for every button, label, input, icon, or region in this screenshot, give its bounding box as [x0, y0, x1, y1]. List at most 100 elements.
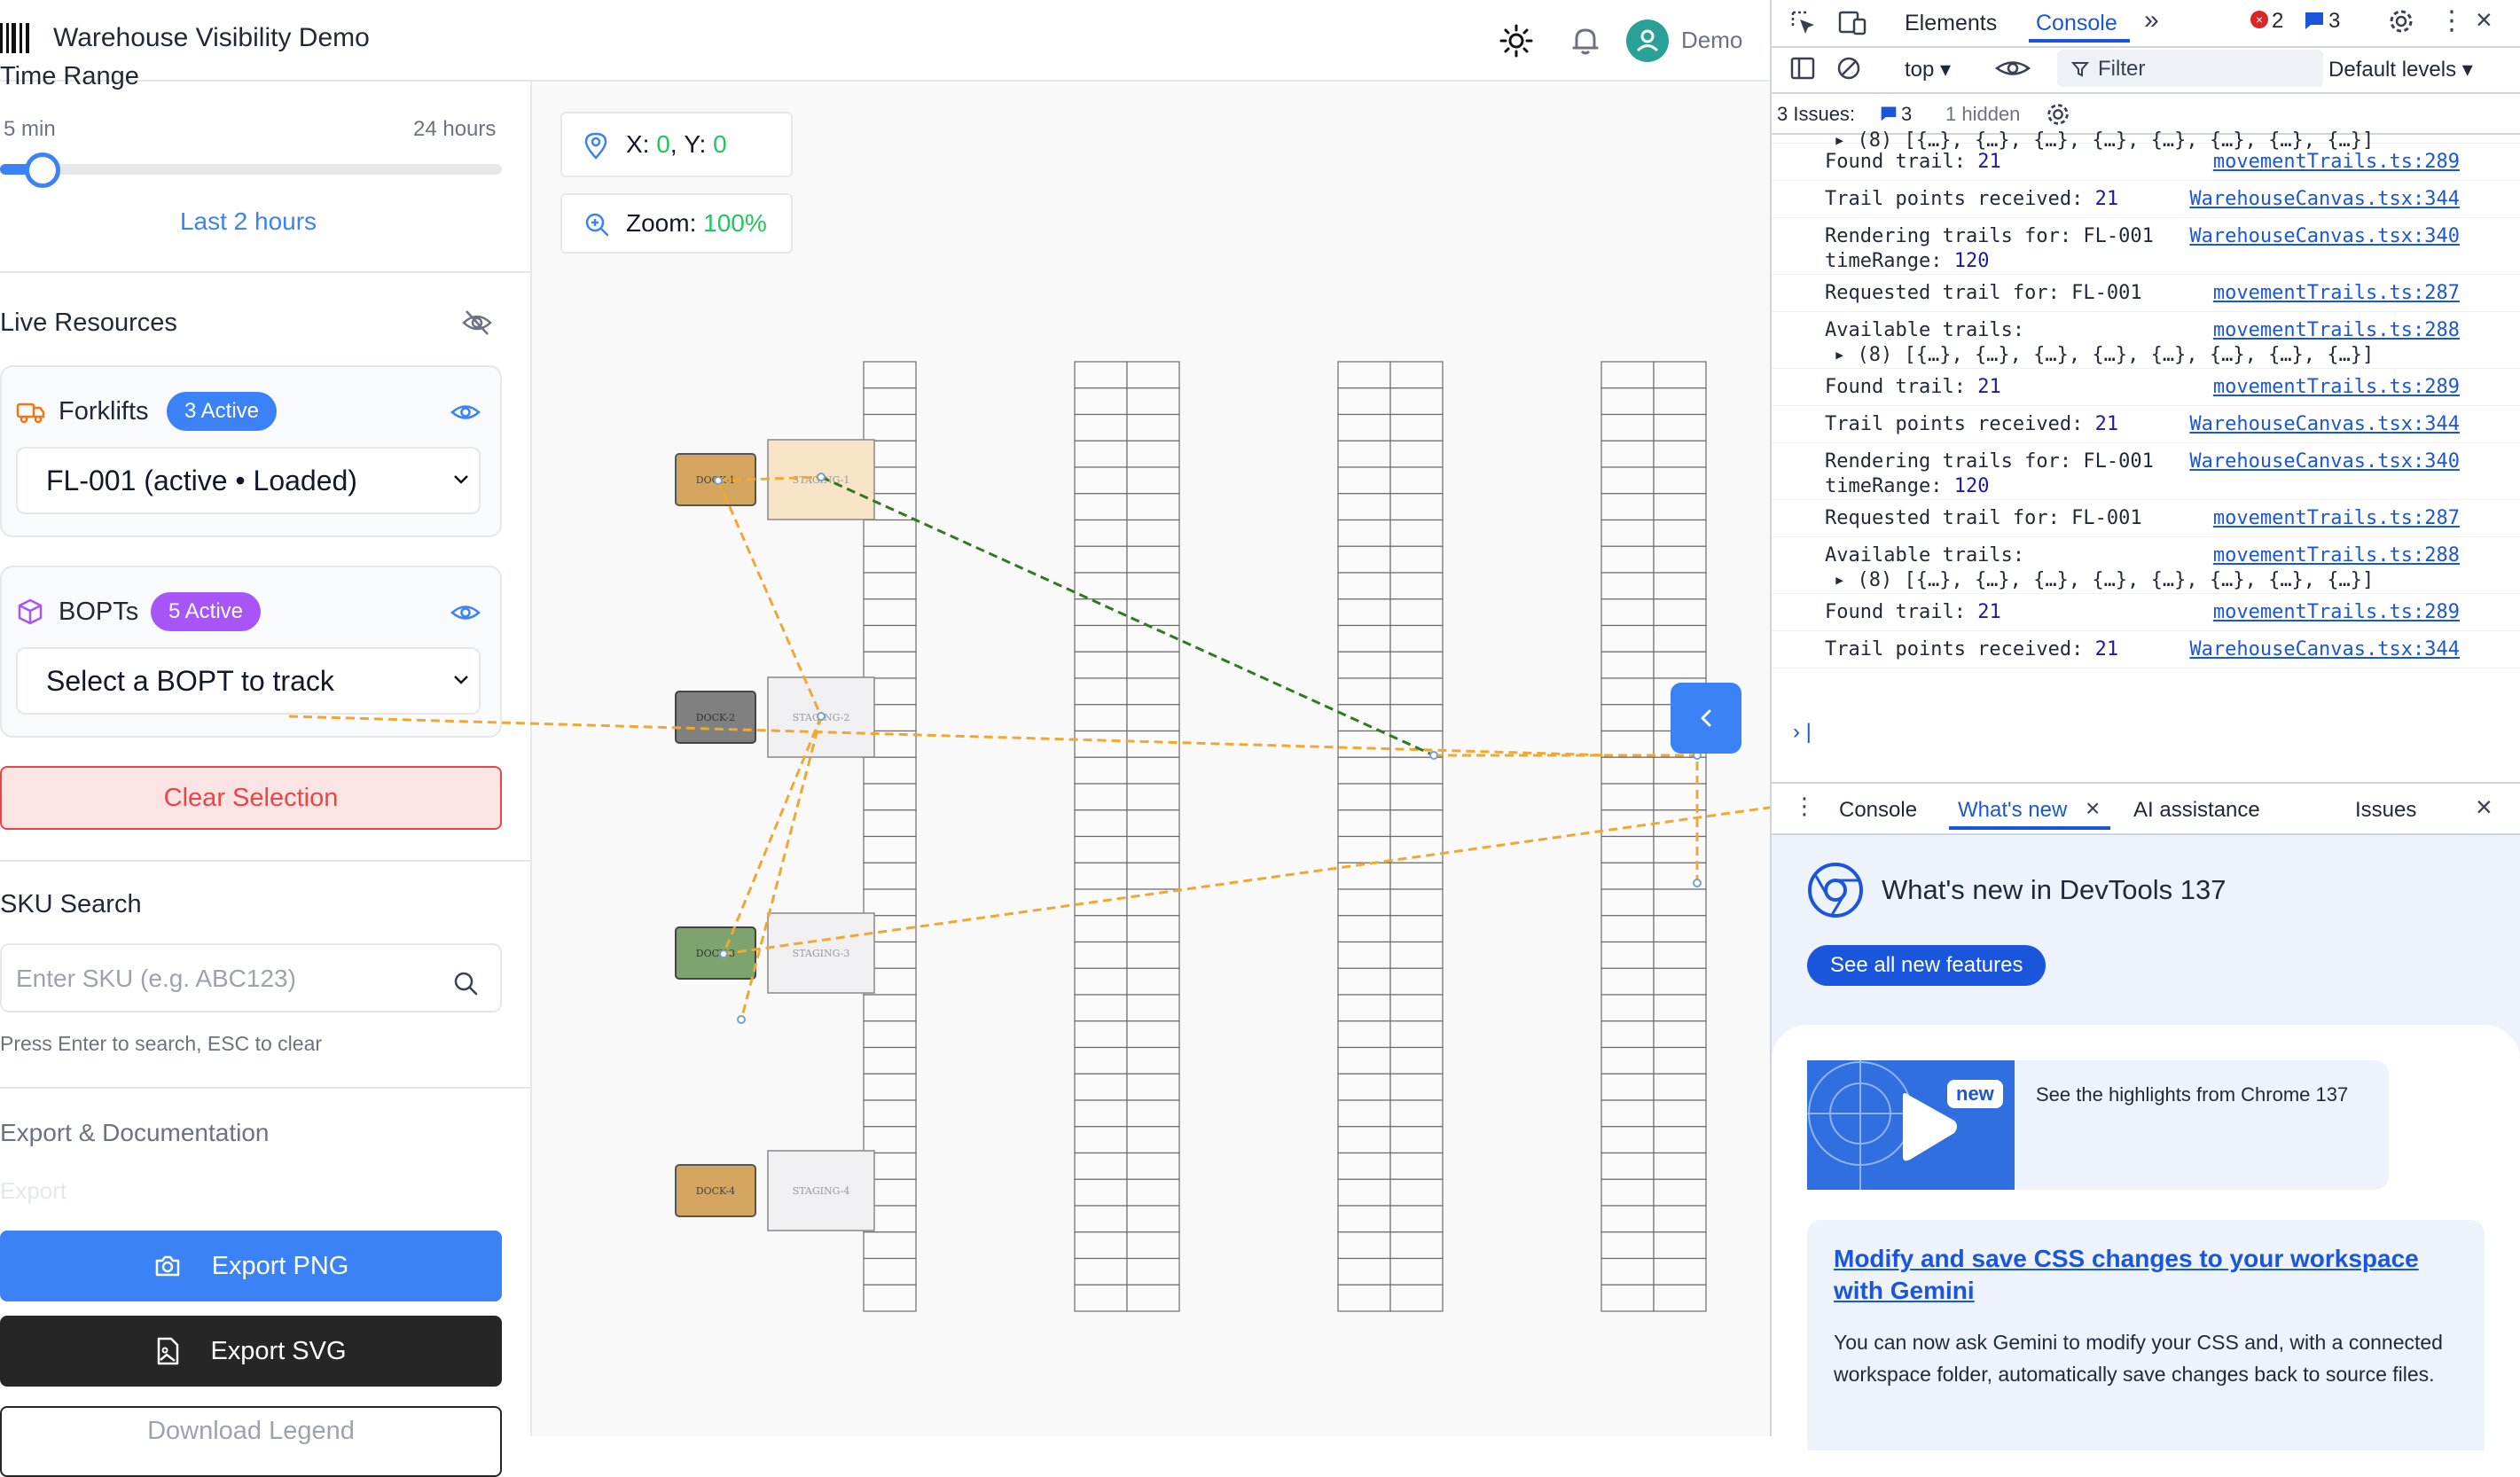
avatar[interactable] — [1626, 20, 1669, 62]
warehouse-map[interactable]: DOCK-1 DOCK-2 DOCK-3 DOCK-4 STAGING-1 ST… — [288, 82, 2143, 1436]
rack-cell — [1126, 783, 1180, 811]
tab-console[interactable]: Console — [2036, 11, 2117, 35]
download-legend-button[interactable]: Download Legend — [0, 1406, 502, 1477]
dock-3[interactable] — [675, 926, 756, 980]
bopts-card: BOPTs 5 Active Select a BOPT to track — [0, 566, 502, 738]
staging-4[interactable] — [767, 1150, 875, 1231]
console-prompt[interactable]: › | — [1793, 720, 1812, 744]
rack-cell — [863, 1284, 917, 1312]
rack-cell — [1126, 361, 1180, 389]
message-count[interactable]: 3 — [2328, 9, 2341, 33]
tab-elements[interactable]: Elements — [1905, 11, 1998, 35]
rack-cell — [1653, 1257, 1707, 1286]
issues-count[interactable]: 3 — [1901, 103, 1913, 125]
console-source-link[interactable]: WarehouseCanvas.tsx:344 — [2189, 188, 2460, 210]
console-source-link[interactable]: movementTrails.ts:287 — [2212, 507, 2460, 529]
console-source-link[interactable]: movementTrails.ts:289 — [2212, 601, 2460, 623]
device-toolbar-icon[interactable] — [1837, 9, 1867, 37]
user-name[interactable]: Demo — [1681, 27, 1743, 53]
eye-icon[interactable] — [450, 599, 481, 626]
sku-search-input[interactable]: Enter SKU (e.g. ABC123) — [0, 943, 502, 1012]
console-source-link[interactable]: movementTrails.ts:289 — [2212, 376, 2460, 398]
console-source-link[interactable]: WarehouseCanvas.tsx:344 — [2189, 638, 2460, 660]
bopt-select[interactable]: Select a BOPT to track — [16, 647, 481, 715]
console-message-text: ▸ (8) [{…}, {…}, {…}, {…}, {…}, {…}, {…}… — [1834, 344, 2375, 366]
drawer-menu-icon[interactable]: ⋮ — [1793, 793, 1816, 819]
rack-cell — [1653, 1178, 1707, 1207]
rack-cell — [1126, 572, 1180, 600]
export-title: Export & Documentation — [0, 1119, 270, 1146]
rack-cell — [1653, 387, 1707, 416]
console-source-link[interactable]: movementTrails.ts:288 — [2212, 319, 2460, 341]
console-message-text: timeRange: 120 — [1825, 250, 1990, 272]
console-source-link[interactable]: movementTrails.ts:287 — [2212, 282, 2460, 304]
console-source-link[interactable]: WarehouseCanvas.tsx:340 — [2189, 450, 2460, 473]
rack-cell — [1126, 1231, 1180, 1260]
export-png-button[interactable]: Export PNG — [0, 1231, 502, 1301]
drawer-tab-whats-new[interactable]: What's new — [1958, 798, 2068, 822]
sun-icon[interactable] — [1499, 23, 1534, 59]
rack-cell — [1600, 1046, 1655, 1075]
close-devtools-icon[interactable]: × — [2476, 4, 2493, 35]
rack-cell — [1126, 1126, 1180, 1154]
sidebar-toggle-icon[interactable] — [1789, 55, 1816, 82]
rack-cell — [1126, 1257, 1180, 1286]
rack-cell — [1126, 704, 1180, 732]
console-source-link[interactable]: movementTrails.ts:289 — [2212, 151, 2460, 173]
rack-cell — [1389, 756, 1444, 785]
time-range-slider-thumb[interactable] — [25, 152, 60, 188]
rack-cell — [1389, 1126, 1444, 1154]
rack-cell — [1389, 651, 1444, 679]
drawer-tab-ai-assistance[interactable]: AI assistance — [2133, 798, 2260, 822]
rack-cell — [1600, 756, 1655, 785]
play-video-icon — [1807, 1060, 1957, 1190]
rack-cell — [1337, 1257, 1391, 1286]
gear-icon[interactable] — [2045, 101, 2071, 128]
rack-cell — [1389, 413, 1444, 442]
rack-cell — [1337, 941, 1391, 969]
more-tabs-icon[interactable]: » — [2144, 5, 2159, 35]
console-source-link[interactable]: movementTrails.ts:288 — [2212, 544, 2460, 567]
rack-cell — [1389, 598, 1444, 627]
staging-3[interactable] — [767, 912, 875, 994]
kebab-menu-icon[interactable]: ⋮ — [2438, 6, 2465, 35]
see-all-features-button[interactable]: See all new features — [1807, 945, 2047, 986]
export-svg-button[interactable]: Export SVG — [0, 1316, 502, 1387]
eye-icon[interactable] — [1994, 57, 2031, 80]
clear-selection-button[interactable]: Clear Selection — [0, 766, 502, 830]
rack-cell — [863, 1257, 917, 1286]
rack-cell — [1126, 915, 1180, 943]
bell-icon[interactable] — [1568, 23, 1603, 59]
drawer-tab-console[interactable]: Console — [1839, 798, 1918, 822]
rack-cell — [863, 572, 917, 600]
forklift-select[interactable]: FL-001 (active • Loaded) — [16, 447, 481, 514]
highlight-card[interactable]: new See the highlights from Chrome 137 — [1807, 1060, 2389, 1190]
error-count[interactable]: 2 — [2272, 9, 2284, 33]
time-range-slider-track[interactable] — [0, 164, 502, 175]
feature-title-link[interactable]: Modify and save CSS changes to your work… — [1834, 1245, 2419, 1304]
gear-icon[interactable] — [2387, 7, 2415, 35]
eye-off-icon[interactable] — [461, 307, 493, 339]
dock-4[interactable] — [675, 1164, 756, 1217]
close-tab-icon[interactable]: × — [2086, 794, 2101, 822]
eye-icon[interactable] — [450, 399, 481, 426]
levels-select[interactable]: Default levels ▾ — [2328, 58, 2473, 82]
rack-cell — [1389, 941, 1444, 969]
console-source-link[interactable]: WarehouseCanvas.tsx:344 — [2189, 413, 2460, 435]
context-select[interactable]: top ▾ — [1905, 58, 1952, 82]
clear-console-icon[interactable] — [1835, 55, 1862, 82]
console-source-link[interactable]: WarehouseCanvas.tsx:340 — [2189, 225, 2460, 247]
download-legend-label: Download Legend — [147, 1417, 355, 1445]
rack-cell — [1600, 888, 1655, 917]
rack-cell — [1126, 967, 1180, 996]
staging-areas: STAGING-1 STAGING-2 STAGING-3 STAGING-4 — [767, 439, 875, 1231]
warehouse-canvas[interactable]: X: 0, Y: 0 Zoom: 100% DOCK-1 DOCK-2 DOCK… — [288, 82, 2143, 1436]
inspect-element-icon[interactable] — [1789, 9, 1818, 37]
filter-input[interactable]: Filter — [2057, 50, 2323, 87]
collapse-panel-button[interactable] — [1671, 683, 1741, 754]
search-icon[interactable] — [452, 970, 479, 996]
rack-cell — [1600, 967, 1655, 996]
drawer-tab-issues[interactable]: Issues — [2355, 798, 2417, 822]
rack-cell — [1600, 677, 1655, 706]
close-drawer-icon[interactable]: × — [2476, 791, 2493, 823]
